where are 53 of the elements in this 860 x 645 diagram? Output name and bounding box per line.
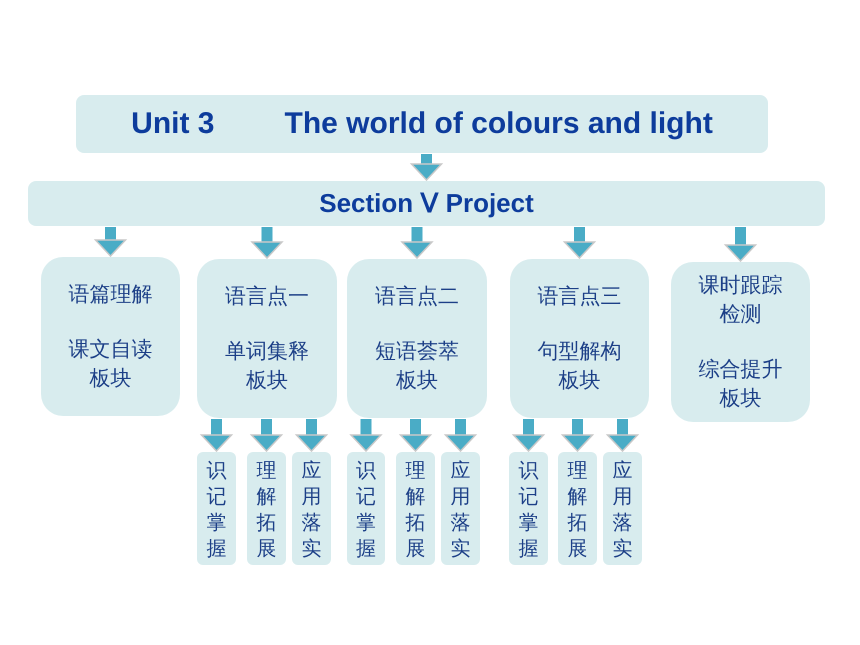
topic-box bbox=[41, 257, 180, 416]
heading-text: Section Ⅴ Project bbox=[319, 188, 534, 219]
arrow bbox=[296, 419, 328, 452]
box-text: 语言点一 bbox=[225, 283, 309, 310]
box-text: 综合提升板块 bbox=[697, 356, 784, 412]
step-box bbox=[603, 452, 642, 565]
step-box bbox=[347, 452, 385, 565]
box-text: 课时跟踪检测 bbox=[697, 272, 784, 328]
box-text: 应用落实 bbox=[612, 456, 634, 560]
topic-box bbox=[671, 262, 810, 422]
arrow bbox=[562, 419, 594, 452]
arrow bbox=[444, 419, 476, 452]
step-box bbox=[197, 452, 236, 565]
arrow bbox=[400, 419, 432, 452]
title-box bbox=[28, 181, 825, 226]
topic-box bbox=[347, 259, 487, 418]
box-text: 短语荟萃板块 bbox=[374, 338, 460, 394]
box-text: 应用落实 bbox=[450, 456, 472, 560]
box-text: 识记掌握 bbox=[355, 456, 377, 560]
arrow bbox=[94, 227, 126, 257]
step-box bbox=[247, 452, 286, 565]
step-box bbox=[292, 452, 331, 565]
heading-text: The world of colours and light bbox=[284, 107, 713, 141]
arrow bbox=[410, 154, 442, 181]
arrow bbox=[606, 419, 638, 452]
step-box bbox=[558, 452, 597, 565]
title-box bbox=[76, 95, 768, 153]
box-text: 句型解构板块 bbox=[536, 338, 622, 394]
step-box bbox=[441, 452, 480, 565]
box-text: 语篇理解 bbox=[68, 281, 152, 308]
arrow bbox=[724, 227, 756, 262]
arrow bbox=[250, 419, 282, 452]
step-box bbox=[509, 452, 548, 565]
heading-text: Unit 3 bbox=[131, 107, 214, 141]
step-box bbox=[396, 452, 435, 565]
box-text: 识记掌握 bbox=[518, 456, 540, 560]
arrow bbox=[251, 227, 283, 259]
arrow bbox=[564, 227, 596, 259]
box-text: 应用落实 bbox=[300, 456, 322, 560]
box-text: 单词集释板块 bbox=[224, 338, 310, 394]
box-text: 识记掌握 bbox=[206, 456, 228, 560]
topic-box bbox=[197, 259, 337, 418]
box-text: 语言点二 bbox=[375, 283, 459, 310]
topic-box bbox=[510, 259, 649, 418]
arrow bbox=[401, 227, 433, 259]
box-text: 理解拓展 bbox=[256, 456, 278, 560]
box-text: 理解拓展 bbox=[566, 456, 588, 560]
box-text: 理解拓展 bbox=[404, 456, 426, 560]
arrow bbox=[350, 419, 382, 452]
arrow bbox=[512, 419, 544, 452]
arrow bbox=[200, 419, 232, 452]
box-text: 语言点三 bbox=[538, 283, 622, 310]
box-text: 课文自读板块 bbox=[67, 336, 154, 392]
